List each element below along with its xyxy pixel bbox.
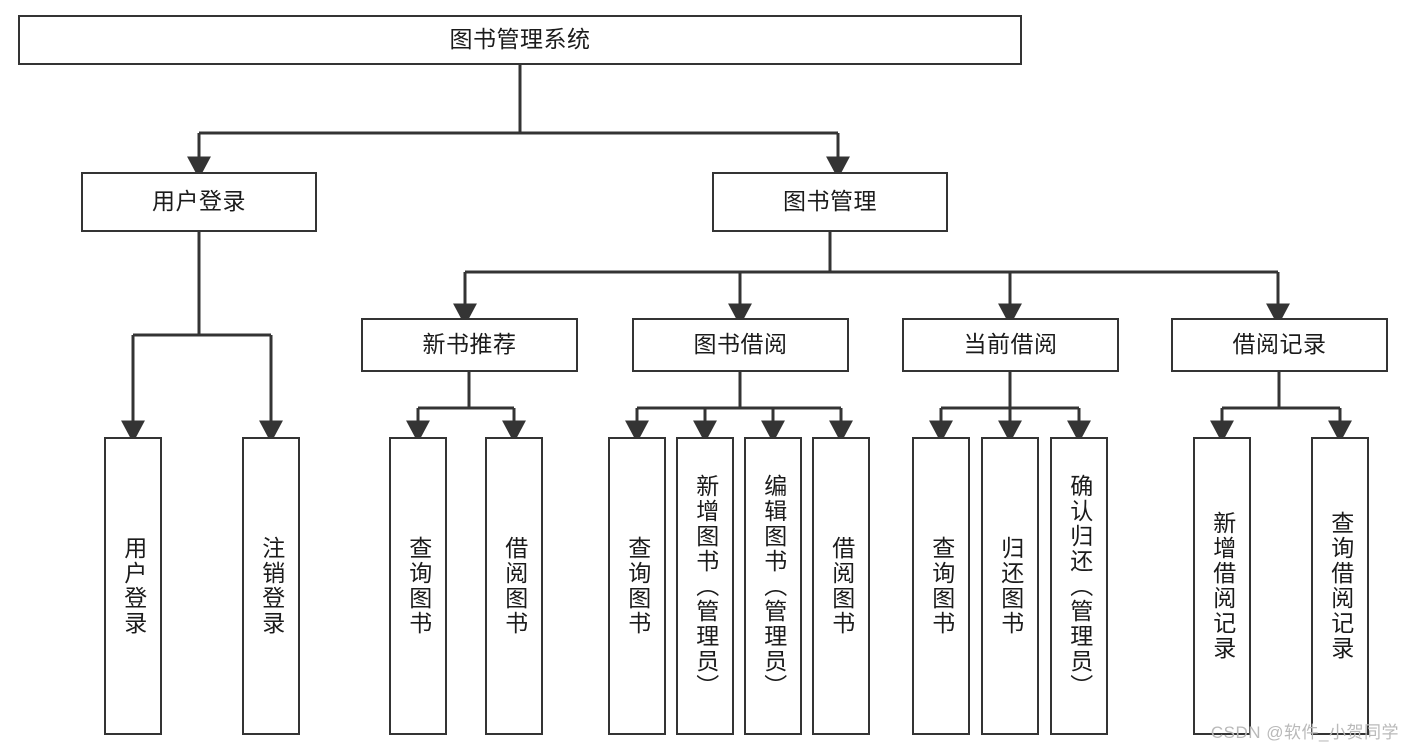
leaf-user-login-login[interactable]: 用户登录	[104, 437, 162, 735]
leaf-recommend-borrow-book[interactable]: 借阅图书	[485, 437, 543, 735]
leaf-current-confirm-return-admin[interactable]: 确认归还（管理员）	[1050, 437, 1108, 735]
node-new-book-recommend[interactable]: 新书推荐	[361, 318, 578, 372]
node-root-system[interactable]: 图书管理系统	[18, 15, 1022, 65]
leaf-record-add-record[interactable]: 新增借阅记录	[1193, 437, 1251, 735]
node-label: 查询图书	[624, 536, 651, 636]
node-label: 用户登录	[152, 188, 246, 215]
node-label: 新增借阅记录	[1209, 511, 1236, 661]
node-label: 确认归还（管理员）	[1066, 473, 1093, 699]
node-label: 编辑图书（管理员）	[760, 473, 787, 699]
leaf-borrow-borrow-book[interactable]: 借阅图书	[812, 437, 870, 735]
leaf-user-login-logout[interactable]: 注销登录	[242, 437, 300, 735]
node-label: 借阅图书	[828, 536, 855, 636]
node-label: 查询借阅记录	[1327, 511, 1354, 661]
node-label: 图书借阅	[693, 331, 788, 358]
leaf-borrow-add-book-admin[interactable]: 新增图书（管理员）	[676, 437, 734, 735]
node-borrow-record[interactable]: 借阅记录	[1171, 318, 1388, 372]
node-label: 查询图书	[928, 536, 955, 636]
leaf-borrow-query-book[interactable]: 查询图书	[608, 437, 666, 735]
node-user-login[interactable]: 用户登录	[81, 172, 317, 232]
leaf-borrow-edit-book-admin[interactable]: 编辑图书（管理员）	[744, 437, 802, 735]
node-label: 当前借阅	[963, 331, 1058, 358]
node-label: 用户登录	[120, 536, 147, 636]
node-label: 查询图书	[405, 536, 432, 636]
node-label: 借阅记录	[1232, 331, 1327, 358]
node-label: 新书推荐	[422, 331, 517, 358]
leaf-record-query-record[interactable]: 查询借阅记录	[1311, 437, 1369, 735]
node-book-management[interactable]: 图书管理	[712, 172, 948, 232]
leaf-current-query-book[interactable]: 查询图书	[912, 437, 970, 735]
node-label: 新增图书（管理员）	[692, 473, 719, 699]
node-label: 图书管理	[783, 188, 877, 215]
node-book-borrow[interactable]: 图书借阅	[632, 318, 849, 372]
node-label: 归还图书	[997, 536, 1024, 636]
watermark: CSDN @软件_小贺同学	[1210, 723, 1399, 742]
node-label: 借阅图书	[501, 536, 528, 636]
leaf-recommend-query-book[interactable]: 查询图书	[389, 437, 447, 735]
node-label: 图书管理系统	[449, 26, 591, 53]
leaf-current-return-book[interactable]: 归还图书	[981, 437, 1039, 735]
node-current-borrow[interactable]: 当前借阅	[902, 318, 1119, 372]
node-label: 注销登录	[258, 536, 285, 636]
